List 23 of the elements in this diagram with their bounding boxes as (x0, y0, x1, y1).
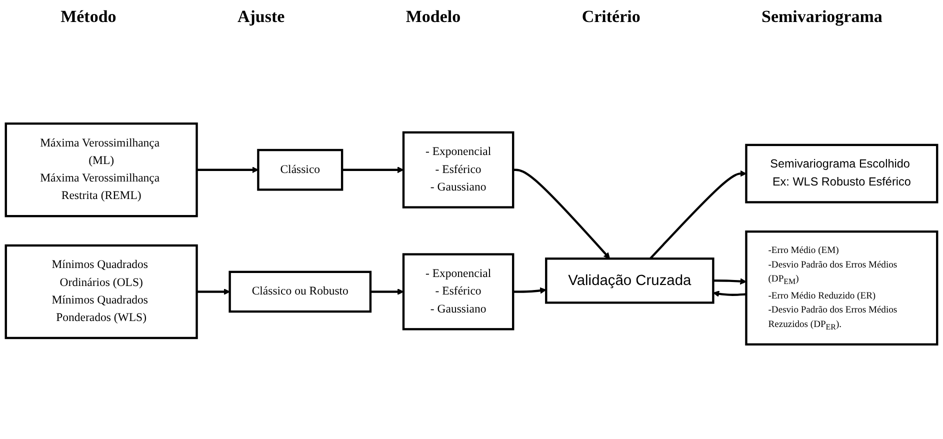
arrow (370, 288, 404, 295)
node-box: - Exponencial - Esférico - Gaussiano (402, 253, 514, 330)
column-heading: Ajuste (237, 7, 285, 27)
column-heading: Modelo (406, 7, 461, 27)
node-box: Validação Cruzada (545, 258, 714, 304)
node-box: Clássico (257, 148, 344, 191)
arrow (196, 288, 230, 295)
arrow (342, 166, 404, 174)
node-box: Semivariograma Escolhido Ex: WLS Robusto Esférico (745, 144, 938, 204)
node-box: Clássico ou Robusto (228, 270, 372, 313)
node-box: Máxima Verossimilhança (ML) Máxima Verossimilhança Restrita (REML) (4, 122, 198, 218)
arrow (196, 166, 258, 174)
node-box: - Exponencial - Esférico - Gaussiano (402, 131, 514, 208)
node-box: -Erro Médio (EM) -Desvio Padrão dos Erros Médios (DP$_{EM}$) -Erro Médio Reduzido (ER) -Desvio Padrão dos Erros Médios Rezuzidos (DP$_{ER}$). (745, 230, 938, 346)
arrow (713, 278, 747, 285)
arrow (513, 287, 546, 294)
arrow (712, 290, 746, 297)
arrow (513, 168, 610, 259)
node-box: Mínimos Quadrados Ordinários (OLS) Mínimos Quadrados Ponderados (WLS) (4, 244, 198, 340)
column-heading: Método (60, 7, 116, 27)
column-heading: Critério (582, 7, 640, 27)
column-heading: Semivariograma (762, 7, 882, 27)
arrow (649, 170, 747, 260)
